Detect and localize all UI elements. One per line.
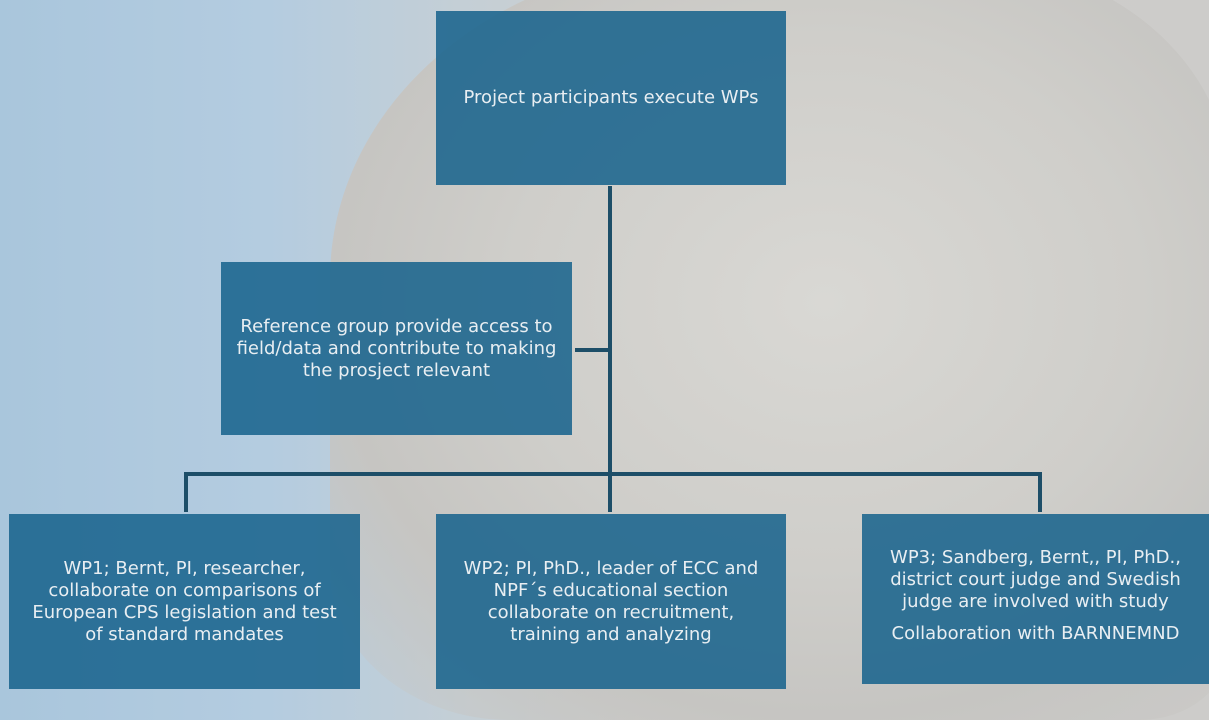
connector-reference (575, 348, 610, 352)
wp3-line: judge are involved with study (902, 591, 1169, 612)
wp2-line: training and analyzing (510, 623, 712, 645)
wp2-box: WP2; PI, PhD., leader of ECC and NPF´s e… (436, 514, 786, 689)
top-box-text: Project participants execute WPs (463, 87, 759, 108)
wp3-box: WP3; Sandberg, Bernt,, PI, PhD., distric… (862, 514, 1209, 684)
wp2-line: collaborate on recruitment, (487, 601, 735, 623)
wp2-line: WP2; PI, PhD., leader of ECC and (463, 557, 759, 579)
wp1-box: WP1; Bernt, PI, researcher, collaborate … (9, 514, 360, 689)
wp2-line: NPF´s educational section (493, 579, 729, 601)
wp1-line: of standard mandates (85, 623, 284, 645)
top-box: Project participants execute WPs (436, 11, 786, 185)
reference-group-box: Reference group provide access to field/… (221, 262, 572, 435)
connector-wp1 (184, 472, 188, 512)
wp3-line: district court judge and Swedish (890, 569, 1181, 590)
reference-group-text: Reference group provide access to field/… (236, 315, 557, 381)
wp1-line: WP1; Bernt, PI, researcher, (63, 557, 306, 579)
connector-wp3 (1038, 472, 1042, 512)
wp1-line: European CPS legislation and test (32, 601, 337, 623)
wp1-line: collaborate on comparisons of (48, 579, 321, 601)
connector-vertical-main (608, 186, 612, 512)
wp3-extra: Collaboration with BARNNEMND (891, 623, 1180, 644)
wp3-line: WP3; Sandberg, Bernt,, PI, PhD., (890, 547, 1181, 568)
connector-horizontal (184, 472, 1042, 476)
